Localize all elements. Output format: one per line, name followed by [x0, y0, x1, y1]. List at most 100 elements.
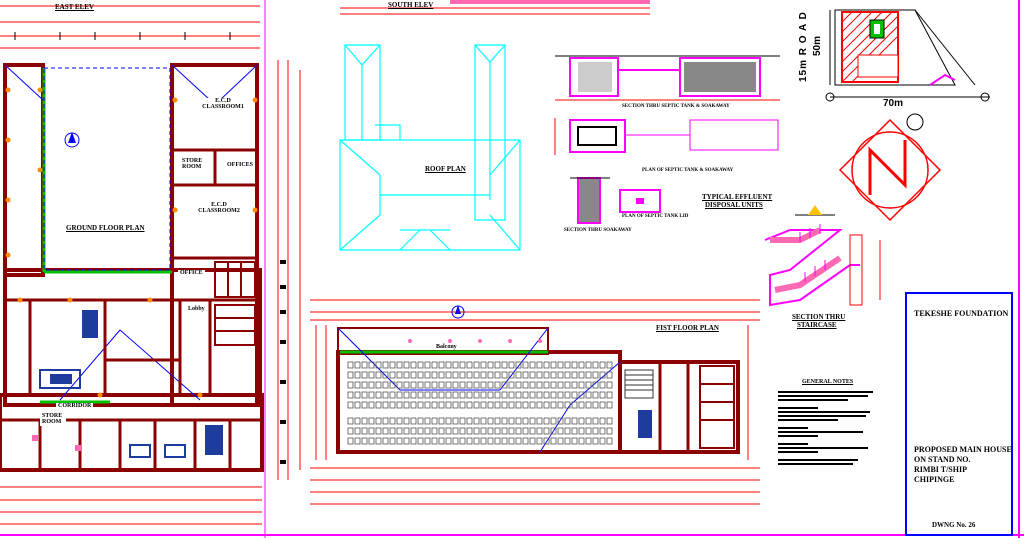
lobby-label: Lobby [186, 306, 207, 313]
seat [417, 417, 424, 425]
seat [417, 381, 424, 389]
seat [445, 417, 452, 425]
seat [487, 371, 494, 379]
seat [585, 361, 592, 369]
corridor-label: CORRIDOR [56, 403, 94, 410]
seat [438, 391, 445, 399]
seat [403, 391, 410, 399]
seat [529, 401, 536, 409]
seat [522, 391, 529, 399]
seat [431, 417, 438, 425]
seat [578, 391, 585, 399]
seat [452, 417, 459, 425]
seat [473, 417, 480, 425]
seat [543, 371, 550, 379]
seat [599, 361, 606, 369]
seat [347, 361, 354, 369]
seat [480, 361, 487, 369]
seat [536, 437, 543, 445]
soakaway-section [570, 177, 610, 224]
offices-label: OFFICES [225, 162, 256, 169]
seat [592, 417, 599, 425]
seat [396, 371, 403, 379]
seat [431, 371, 438, 379]
seat [585, 371, 592, 379]
seat [473, 427, 480, 435]
seat [592, 437, 599, 445]
seat [354, 417, 361, 425]
seat [452, 437, 459, 445]
seat [466, 391, 473, 399]
seat [452, 361, 459, 369]
seat [571, 381, 578, 389]
seat [354, 361, 361, 369]
seat [417, 401, 424, 409]
seat [515, 417, 522, 425]
seat [354, 401, 361, 409]
seat [466, 401, 473, 409]
seat [494, 417, 501, 425]
seat [599, 437, 606, 445]
seat [459, 437, 466, 445]
seat [382, 361, 389, 369]
seat [410, 381, 417, 389]
seat [389, 371, 396, 379]
ground-plan-vertical-dimensions [277, 60, 301, 480]
seat [606, 437, 613, 445]
seat [389, 437, 396, 445]
seat [515, 361, 522, 369]
seat [501, 417, 508, 425]
seat [592, 381, 599, 389]
seat [536, 401, 543, 409]
seat [592, 427, 599, 435]
seat [536, 381, 543, 389]
seat [368, 371, 375, 379]
seat [571, 437, 578, 445]
seat [508, 427, 515, 435]
seat [487, 427, 494, 435]
seat [606, 371, 613, 379]
seat [347, 391, 354, 399]
seat [578, 371, 585, 379]
seat [347, 417, 354, 425]
project-line-2: ON STAND NO. [914, 455, 971, 464]
seat [557, 437, 564, 445]
seat [445, 371, 452, 379]
seat [368, 437, 375, 445]
seat [445, 381, 452, 389]
seat [410, 417, 417, 425]
seat [403, 437, 410, 445]
seat [361, 361, 368, 369]
seat [466, 361, 473, 369]
seat [543, 391, 550, 399]
seat [368, 381, 375, 389]
seat [452, 391, 459, 399]
seat [410, 401, 417, 409]
seat [347, 401, 354, 409]
seat [403, 417, 410, 425]
seat [571, 361, 578, 369]
seat [578, 381, 585, 389]
seat [473, 437, 480, 445]
seat [417, 371, 424, 379]
seat [480, 401, 487, 409]
seat [361, 381, 368, 389]
seat [522, 427, 529, 435]
seat [480, 381, 487, 389]
seat [515, 391, 522, 399]
seat [557, 401, 564, 409]
seat [459, 381, 466, 389]
seat [480, 437, 487, 445]
first-floor-plan [310, 299, 760, 505]
seat [368, 401, 375, 409]
seat [431, 361, 438, 369]
seat [494, 391, 501, 399]
seat [606, 427, 613, 435]
seat [375, 427, 382, 435]
seat [410, 437, 417, 445]
seat [375, 361, 382, 369]
seat [368, 417, 375, 425]
seat [368, 427, 375, 435]
seat [564, 371, 571, 379]
seat [592, 391, 599, 399]
